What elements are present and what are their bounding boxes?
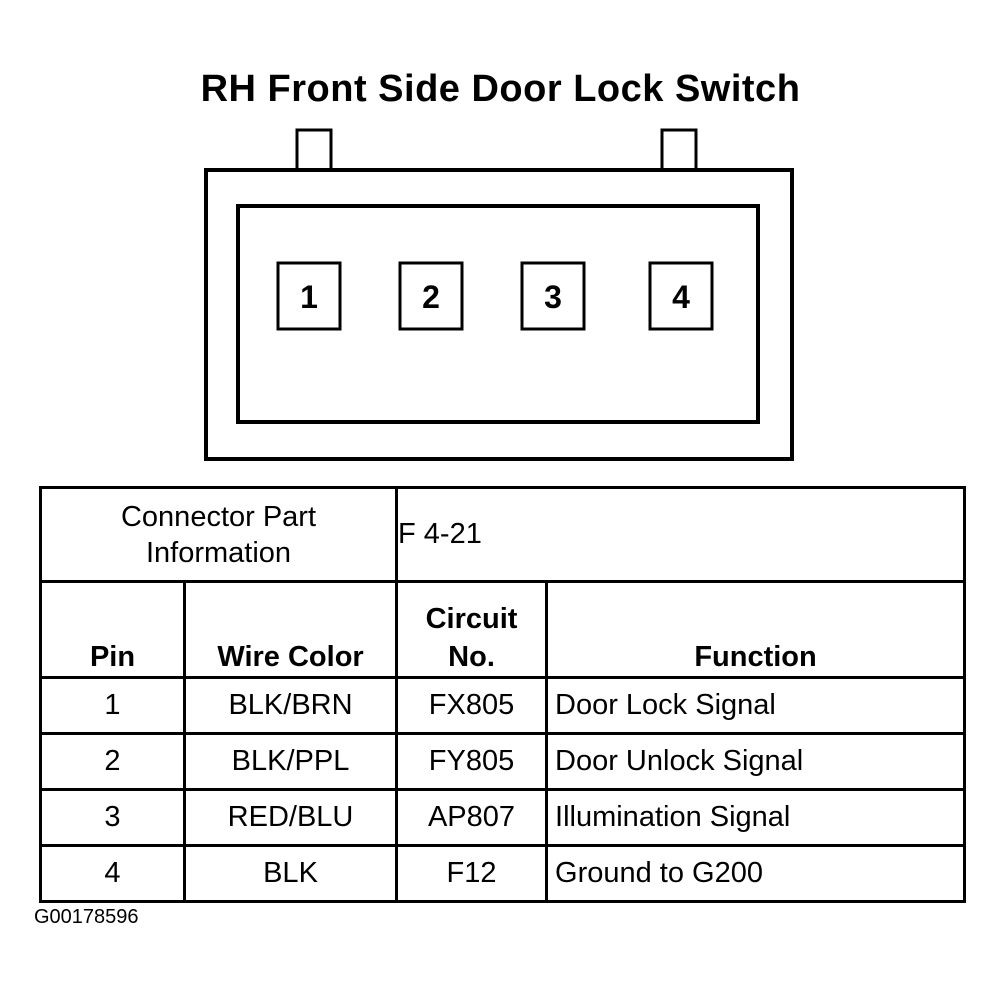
table-row: 1 BLK/BRN FX805 Door Lock Signal (39, 676, 967, 735)
row-pin: 3 (39, 788, 186, 847)
pinout-table: Connector Part Information F 4-21 Pin Wi… (38, 486, 967, 903)
row-wire-color: RED/BLU (182, 788, 399, 847)
pin-label-4: 4 (672, 279, 690, 315)
pin-box-1 (276, 261, 342, 331)
row-pin: 2 (39, 732, 186, 791)
figure-id: G00178596 (34, 906, 139, 928)
header-row: Pin Wire Color Circuit No. Function (39, 580, 967, 679)
row-wire-color: BLK (182, 844, 399, 903)
table-row: 3 RED/BLU AP807 Illumination Signal (39, 788, 967, 847)
header-circuit: Circuit No. (395, 580, 549, 679)
pin-label-3: 3 (544, 279, 562, 315)
row-function: Door Unlock Signal (545, 732, 967, 791)
row-circuit: F12 (395, 844, 549, 903)
pin-label-2: 2 (422, 279, 440, 315)
header-wire-color: Wire Color (182, 580, 399, 679)
pin-box-3 (520, 261, 586, 331)
header-circuit-line1: Circuit (425, 603, 518, 635)
pin-label-1: 1 (300, 279, 318, 315)
row-wire-color: BLK/PPL (182, 732, 399, 791)
part-info-row: Connector Part Information F 4-21 (38, 486, 967, 583)
header-pin: Pin (39, 580, 186, 679)
diagram-title: RH Front Side Door Lock Switch (200, 68, 801, 110)
row-wire-color: BLK/BRN (182, 676, 399, 735)
row-function: Ground to G200 (545, 844, 967, 903)
row-pin: 4 (39, 844, 186, 903)
connector-diagram: 1 2 3 4 (204, 128, 794, 461)
row-function: Illumination Signal (545, 788, 967, 847)
row-function: Door Lock Signal (545, 676, 967, 735)
part-info-label: Connector Part Information (38, 486, 399, 583)
pin-box-2 (398, 261, 464, 331)
connector-tab-left (295, 128, 333, 172)
part-info-label-line2: Information (145, 536, 292, 569)
table-row: 4 BLK F12 Ground to G200 (39, 844, 967, 903)
header-circuit-line2: No. (448, 641, 495, 673)
table-row: 2 BLK/PPL FY805 Door Unlock Signal (39, 732, 967, 791)
connector-tab-right (660, 128, 698, 172)
header-function: Function (545, 580, 967, 679)
row-circuit: AP807 (395, 788, 549, 847)
row-pin: 1 (39, 676, 186, 735)
row-circuit: FX805 (395, 676, 549, 735)
row-circuit: FY805 (395, 732, 549, 791)
part-info-label-line1: Connector Part (120, 500, 317, 533)
pin-box-4 (648, 261, 714, 331)
part-info-value: F 4-21 (395, 486, 967, 583)
